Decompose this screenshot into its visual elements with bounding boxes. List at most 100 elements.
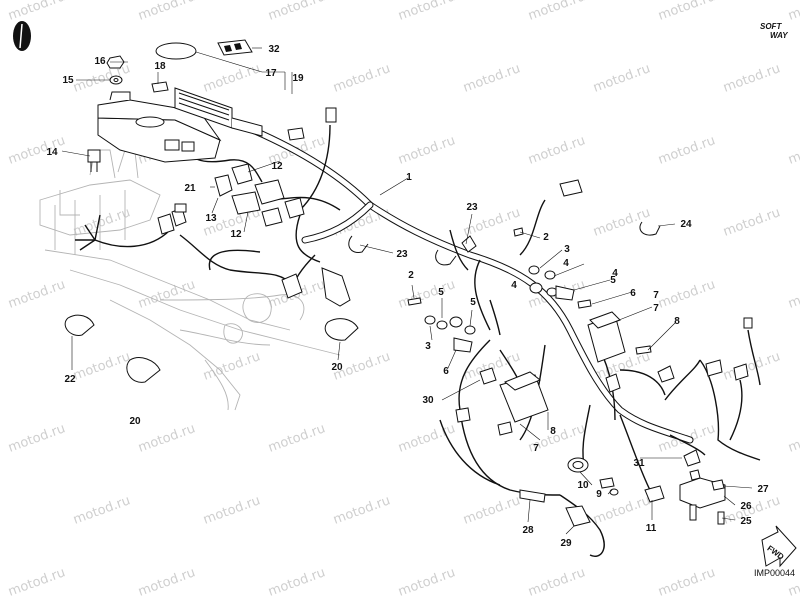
watermark-text: motod.ru <box>721 205 782 239</box>
watermark-text: motod.ru <box>396 133 457 167</box>
callout-12: 12 <box>271 161 283 172</box>
part-ecu <box>97 91 222 163</box>
forward-arrow: FWD <box>761 525 797 568</box>
watermark-text: motod.ru <box>201 61 262 95</box>
watermark-layer: motod.ru motod.ru motod.ru motod.ru motod.ru… <box>6 0 800 600</box>
callout-7: 7 <box>533 443 539 454</box>
watermark-text: motod.ru <box>396 0 457 24</box>
logo-line1: SOFT <box>760 22 782 31</box>
watermark-text: motod.ru <box>331 61 392 95</box>
callout-21: 21 <box>184 183 196 194</box>
callout-2: 2 <box>408 270 414 281</box>
watermark-text: motod.ru <box>656 133 717 167</box>
watermark-text: motod.ru <box>786 0 800 24</box>
part-fasteners <box>407 227 652 355</box>
part-relay-box <box>174 87 263 137</box>
callout-12: 12 <box>230 229 242 240</box>
callout-29: 29 <box>560 538 572 549</box>
watermark-text: motod.ru <box>396 565 457 599</box>
drawing-code: IMP00044 <box>754 568 795 578</box>
callout-9: 9 <box>596 489 602 500</box>
callout-11: 11 <box>646 523 657 534</box>
callout-20: 20 <box>129 416 141 427</box>
part-coil-7-right <box>587 311 626 393</box>
frame-outline <box>39 149 341 411</box>
part-big-connector <box>281 267 351 307</box>
callout-3: 3 <box>564 244 570 255</box>
watermark-text: motod.ru <box>656 277 717 311</box>
callout-5: 5 <box>610 275 616 286</box>
callout-3: 3 <box>425 341 431 352</box>
part-sensor-14 <box>87 149 101 172</box>
part-coil-7-left <box>497 371 549 436</box>
callout-19: 19 <box>292 73 304 84</box>
watermark-text: motod.ru <box>201 349 262 383</box>
callout-27: 27 <box>757 484 769 495</box>
watermark-text: motod.ru <box>396 277 457 311</box>
callout-18: 18 <box>154 61 166 72</box>
callout-4: 4 <box>511 280 517 291</box>
callout-25: 25 <box>740 516 752 527</box>
watermark-text: motod.ru <box>6 565 67 599</box>
watermark-text: motod.ru <box>526 565 587 599</box>
callout-13: 13 <box>205 213 217 224</box>
watermark-text: motod.ru <box>266 565 327 599</box>
callout-30: 30 <box>422 395 434 406</box>
watermark-text: motod.ru <box>721 349 782 383</box>
callout-1: 1 <box>406 172 412 183</box>
callout-6: 6 <box>443 366 449 377</box>
callout-2: 2 <box>543 232 549 243</box>
part-relays <box>214 163 305 227</box>
callout-16: 16 <box>94 56 106 67</box>
watermark-text: motod.ru <box>71 205 132 239</box>
callout-17: 17 <box>265 68 277 79</box>
watermark-text: motod.ru <box>6 421 67 455</box>
part-small-pad <box>151 81 169 93</box>
watermark-text: motod.ru <box>6 277 67 311</box>
wiring-harness-main <box>244 124 694 444</box>
part-connector-top <box>287 107 583 197</box>
corner-mark <box>13 21 31 51</box>
watermark-text: motod.ru <box>201 493 262 527</box>
callout-23: 23 <box>396 249 408 260</box>
watermark-text: motod.ru <box>591 61 652 95</box>
watermark-text: motod.ru <box>266 421 327 455</box>
callout-32: 32 <box>268 44 280 55</box>
watermark-text: motod.ru <box>656 0 717 24</box>
watermark-text: motod.ru <box>136 0 197 24</box>
callout-23: 23 <box>466 202 478 213</box>
part-clamps <box>64 221 661 383</box>
watermark-text: motod.ru <box>6 133 67 167</box>
callout-8: 8 <box>550 426 556 437</box>
logo-line2: WAY <box>770 31 788 40</box>
callout-24: 24 <box>680 219 692 230</box>
callout-28: 28 <box>522 525 534 536</box>
callout-5: 5 <box>470 297 476 308</box>
callout-26: 26 <box>740 501 752 512</box>
watermark-text: motod.ru <box>786 133 800 167</box>
watermark-text: motod.ru <box>71 493 132 527</box>
watermark-text: motod.ru <box>461 493 522 527</box>
leader-lines <box>61 47 753 535</box>
watermark-text: motod.ru <box>786 421 800 455</box>
callout-6: 6 <box>630 288 636 299</box>
callout-10: 10 <box>577 480 589 491</box>
watermark-text: motod.ru <box>461 61 522 95</box>
part-sensors-lower <box>455 317 753 527</box>
part-cover-oval <box>155 42 197 60</box>
watermark-text: motod.ru <box>71 349 132 383</box>
callout-4: 4 <box>563 258 569 269</box>
watermark-text: motod.ru <box>526 133 587 167</box>
watermark-text: motod.ru <box>6 0 67 24</box>
callout-14: 14 <box>46 147 58 158</box>
part-connector-cluster <box>157 203 187 235</box>
callout-22: 22 <box>64 374 76 385</box>
watermark-text: motod.ru <box>656 565 717 599</box>
callout-7: 7 <box>653 303 659 314</box>
watermark-text: motod.ru <box>136 565 197 599</box>
soft-way-logo: SOFT WAY <box>760 22 788 40</box>
watermark-text: motod.ru <box>721 493 782 527</box>
watermark-text: motod.ru <box>526 0 587 24</box>
watermark-text: motod.ru <box>331 493 392 527</box>
